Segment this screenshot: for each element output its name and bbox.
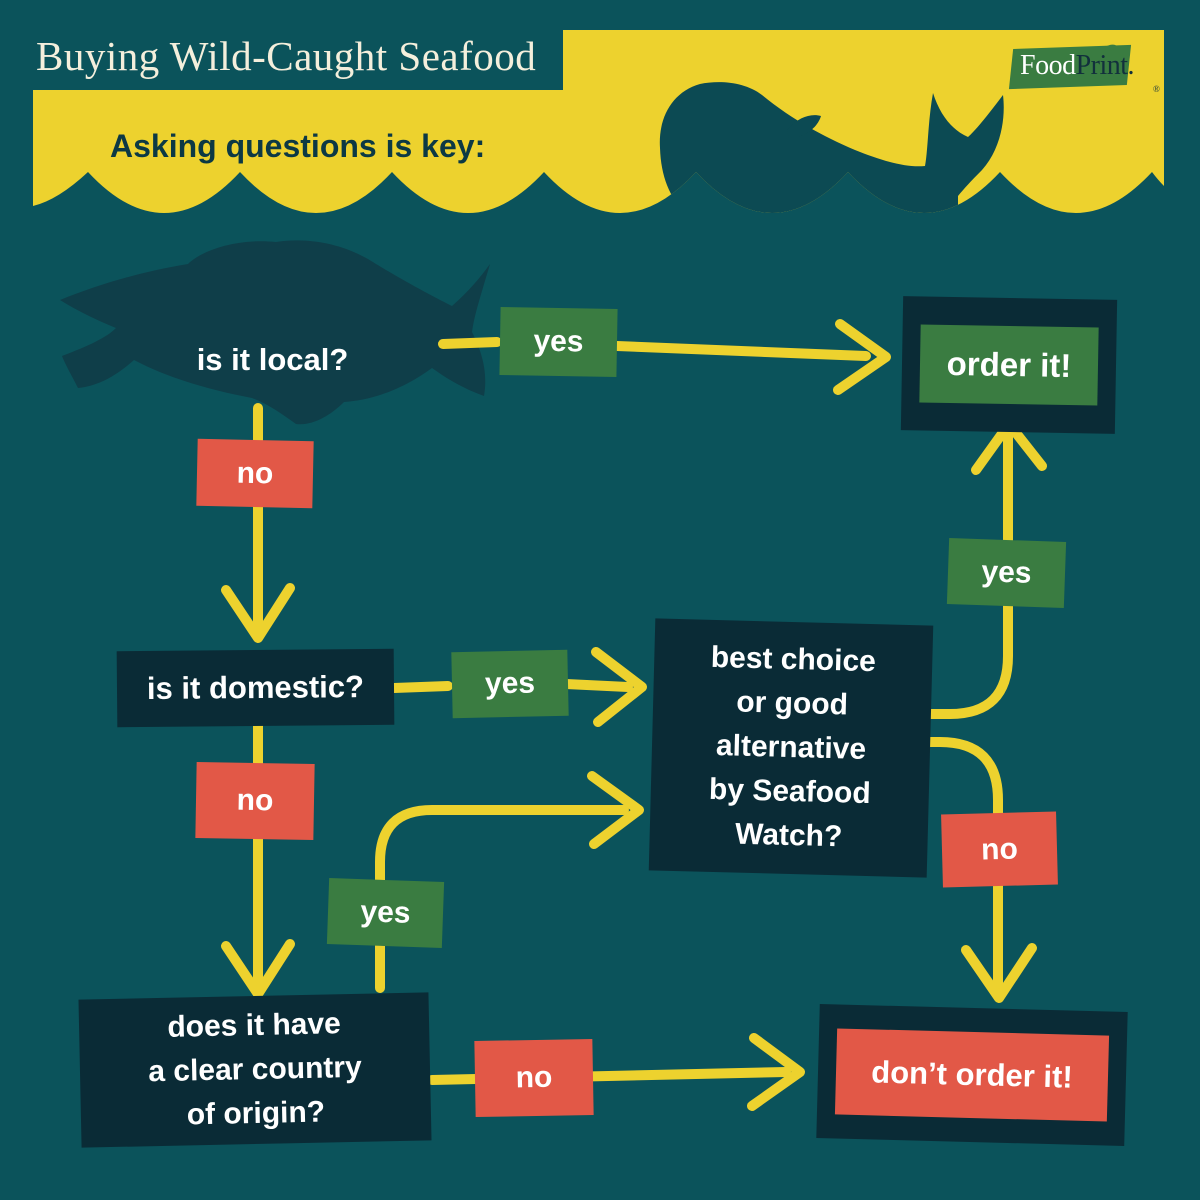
question-country-of-origin: does it have a clear country of origin? bbox=[78, 992, 432, 1148]
seafood-watch-line: Watch? bbox=[734, 817, 843, 854]
arrow-domestic-yes-to-seafood-watch bbox=[389, 647, 647, 727]
outcome-order-it-frame: order it! bbox=[900, 296, 1118, 434]
label-yes-domestic: yes bbox=[451, 649, 569, 719]
logo-wordmark: FoodPrint. bbox=[1020, 50, 1135, 82]
arrowhead-right-icon bbox=[591, 647, 647, 727]
label-no-domestic: no bbox=[195, 761, 315, 841]
question-seafood-watch: best choice or good alternative by Seafo… bbox=[648, 618, 934, 878]
seafood-watch-line: by Seafood bbox=[708, 772, 872, 811]
label-yes-local: yes bbox=[499, 306, 618, 378]
question-is-it-local: is it local? bbox=[196, 342, 349, 377]
arrowhead-down-icon bbox=[221, 939, 295, 999]
tagline: Asking questions is key: bbox=[110, 128, 486, 164]
arrowhead-right-icon bbox=[587, 771, 644, 849]
logo-food-text: Food bbox=[1020, 50, 1076, 81]
question-is-it-domestic: is it domestic? bbox=[116, 648, 395, 728]
whale-flipper-icon bbox=[787, 115, 821, 138]
fish-icon bbox=[60, 240, 490, 425]
outcome-dont-order-it: don’t order it! bbox=[834, 1028, 1110, 1122]
seafood-watch-line: or good bbox=[735, 685, 849, 722]
origin-line: does it have bbox=[167, 1007, 342, 1044]
label-yes-seafood-watch: yes bbox=[946, 537, 1067, 609]
outcome-order-it: order it! bbox=[919, 324, 1099, 406]
arrow-seafood-watch-no-to-dont-order bbox=[919, 737, 1037, 1003]
origin-line: a clear country bbox=[147, 1050, 363, 1089]
arrow-origin-yes-to-seafood-watch bbox=[375, 771, 644, 993]
seafood-watch-line: best choice bbox=[710, 640, 877, 679]
arrowhead-down-icon bbox=[221, 583, 295, 643]
whale-icon bbox=[659, 82, 1004, 213]
label-no-origin: no bbox=[474, 1038, 594, 1118]
arrowhead-down-icon bbox=[961, 943, 1037, 1003]
arrow-local-yes-to-order bbox=[438, 319, 891, 395]
outcome-dont-order-it-frame: don’t order it! bbox=[816, 1003, 1128, 1147]
page-title: Buying Wild-Caught Seafood bbox=[36, 33, 537, 79]
registered-mark: ® bbox=[1153, 84, 1160, 94]
label-yes-origin: yes bbox=[326, 878, 445, 948]
arrowhead-right-icon bbox=[833, 319, 891, 395]
origin-line: of origin? bbox=[186, 1095, 326, 1132]
label-no-local: no bbox=[196, 438, 314, 509]
foodprint-logo: FoodPrint. ® bbox=[1005, 41, 1170, 102]
logo-print-text: Print bbox=[1075, 50, 1128, 81]
seafood-watch-line: alternative bbox=[715, 729, 867, 766]
arrowhead-right-icon bbox=[747, 1033, 805, 1111]
label-no-seafood-watch: no bbox=[941, 811, 1058, 888]
logo-period-text: . bbox=[1127, 50, 1135, 81]
